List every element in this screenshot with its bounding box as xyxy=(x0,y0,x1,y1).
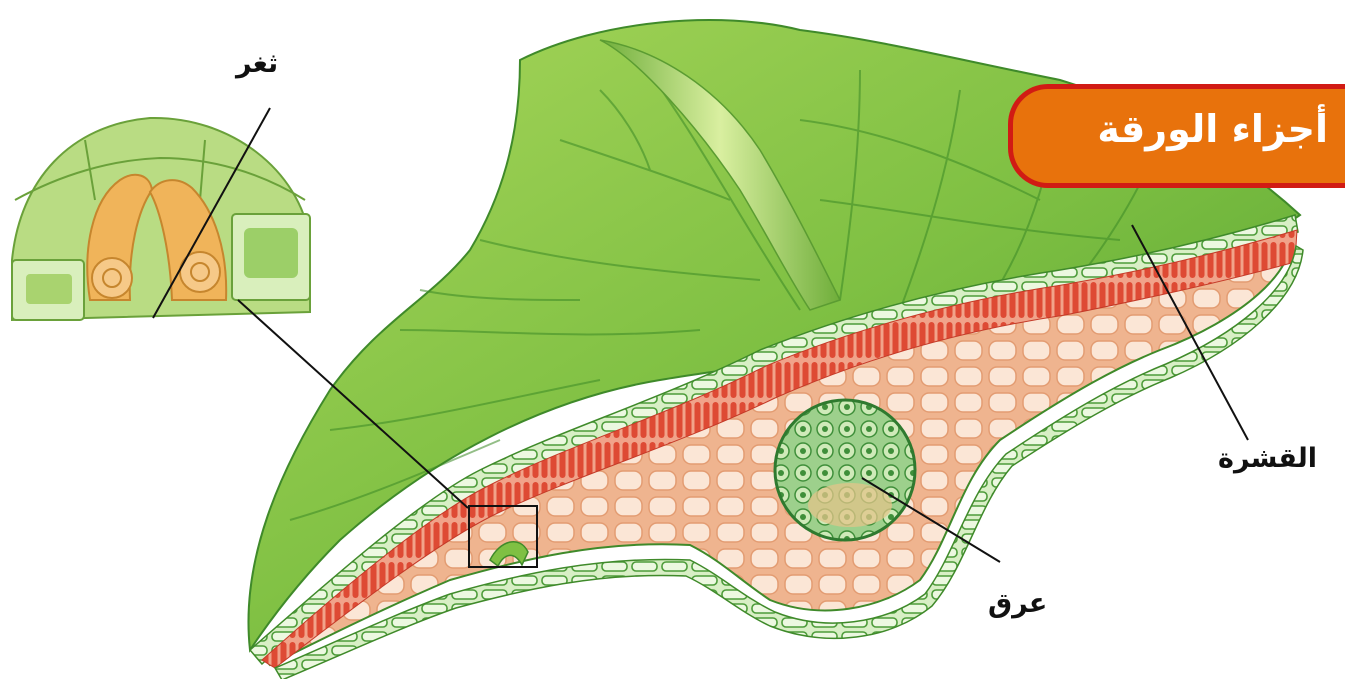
label-stoma: ثغر xyxy=(236,48,278,79)
stoma-inset xyxy=(12,118,310,320)
title-banner: أجزاء الورقة xyxy=(1008,84,1345,188)
page-title: أجزاء الورقة xyxy=(1097,107,1328,151)
label-epidermis: القشرة xyxy=(1218,443,1317,474)
label-vein: عرق xyxy=(988,588,1047,619)
